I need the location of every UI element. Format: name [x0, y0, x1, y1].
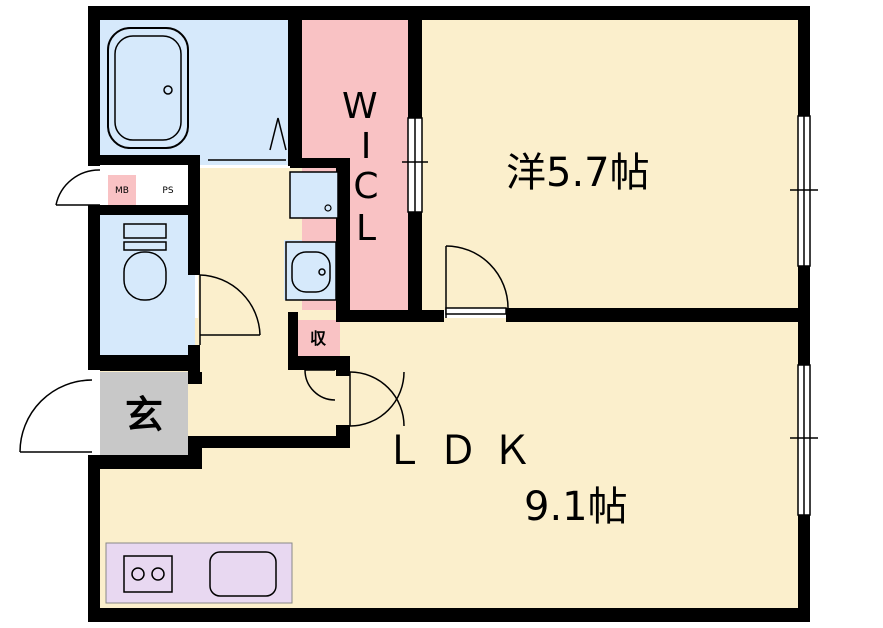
storage-floor	[296, 320, 340, 356]
washing-machine-icon	[289, 171, 339, 219]
wic-char-2: I	[361, 126, 372, 167]
window-ldk	[790, 364, 818, 516]
door-toilet	[199, 274, 261, 345]
door-bathroom	[208, 117, 287, 161]
stove-icon	[123, 555, 173, 593]
wic-char-3: C	[353, 166, 378, 207]
toilet-icon	[123, 223, 167, 301]
door-ldk	[349, 371, 405, 427]
genkan-label: 玄	[125, 393, 163, 437]
mb-box	[108, 175, 136, 205]
mb-label: MB	[115, 186, 129, 196]
wic-char-4: L	[356, 208, 376, 249]
window-wic	[402, 117, 428, 213]
western-room-floor	[420, 20, 800, 310]
door-mb	[55, 169, 101, 206]
wic-label: W I C L	[342, 86, 379, 249]
ldk-size-label: 9.1帖	[524, 484, 628, 530]
door-western-room	[445, 245, 509, 318]
door-storage	[304, 369, 336, 401]
window-western-room	[790, 115, 818, 267]
ps-label: PS	[162, 186, 173, 196]
interior-walls	[88, 20, 810, 469]
bathtub-icon	[107, 27, 189, 149]
washbasin-icon	[285, 241, 337, 301]
storage-label: 収	[310, 329, 327, 348]
wic-char-1: W	[342, 86, 378, 127]
sink-icon	[209, 551, 277, 597]
door-entrance	[19, 379, 93, 453]
ps-box	[150, 175, 186, 205]
ldk-label: ＬＤＫ	[384, 428, 546, 474]
western-room-label: 洋5.7帖	[506, 150, 650, 196]
genkan-floor	[100, 372, 188, 458]
